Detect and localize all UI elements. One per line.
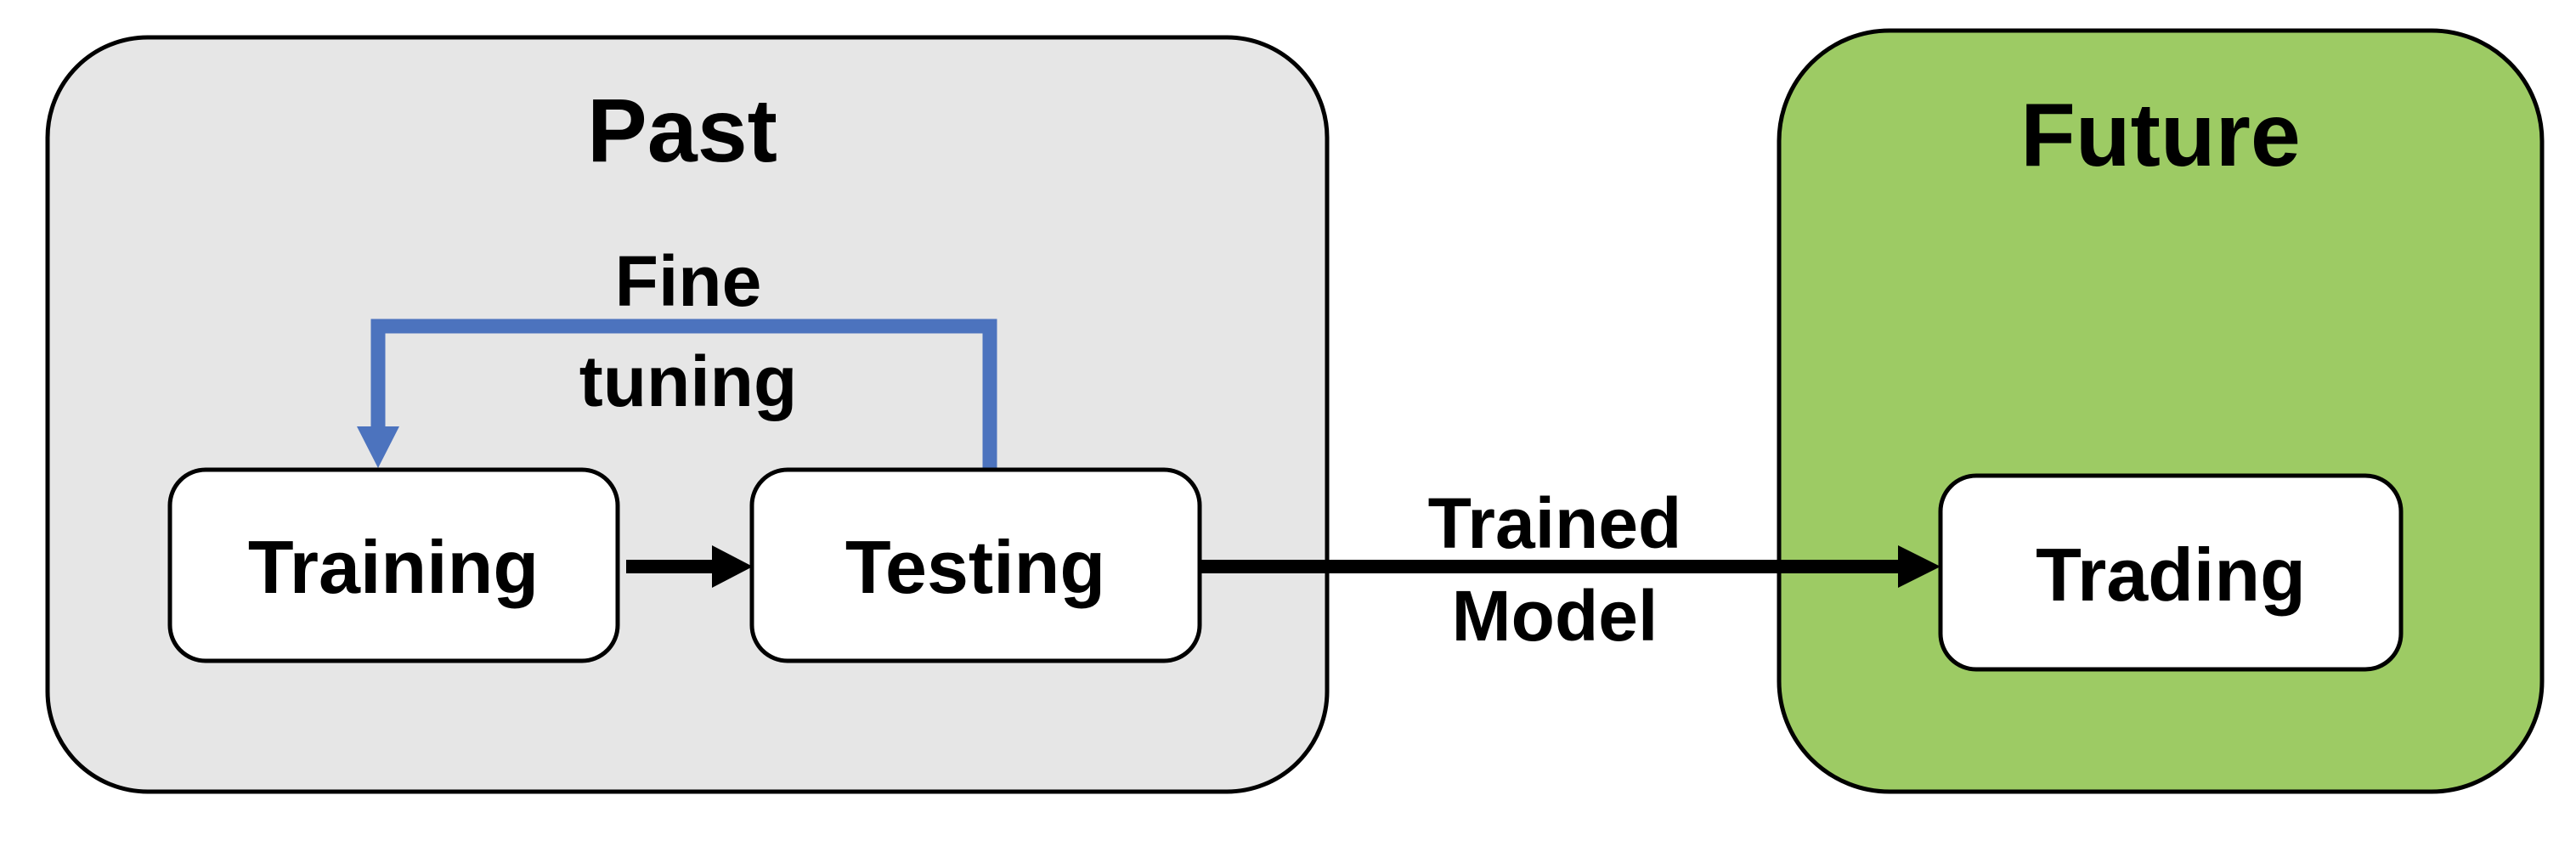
arrow-testing-to-trading: Trained Model <box>1200 483 1940 656</box>
trading-box <box>1938 473 2404 672</box>
trained-model-label-line2: Model <box>1452 576 1658 656</box>
arrow-training-to-testing-arrowhead-icon <box>712 545 753 588</box>
trading-node: Trading <box>1938 473 2404 672</box>
training-node: Training <box>167 467 620 663</box>
fine-tuning-arrowhead-icon <box>357 426 399 468</box>
fine-tuning-label-line2: tuning <box>579 341 798 421</box>
fine-tuning-label-line1: Fine <box>615 241 762 321</box>
fine-tuning-arrow-line <box>370 319 997 472</box>
trained-model-arrowhead-icon <box>1898 545 1940 588</box>
trained-model-label-line1: Trained <box>1428 483 1682 563</box>
future-title: Future <box>2020 85 2301 185</box>
testing-node: Testing <box>749 467 1202 663</box>
training-box <box>167 467 620 663</box>
trading-label: Trading <box>2036 533 2306 617</box>
fine-tuning-arrow: Fine tuning <box>357 241 997 472</box>
training-label: Training <box>248 525 539 609</box>
future-container: Future <box>1777 28 2545 794</box>
testing-label: Testing <box>845 525 1105 609</box>
past-title: Past <box>587 81 777 181</box>
arrow-training-to-testing <box>626 545 753 588</box>
